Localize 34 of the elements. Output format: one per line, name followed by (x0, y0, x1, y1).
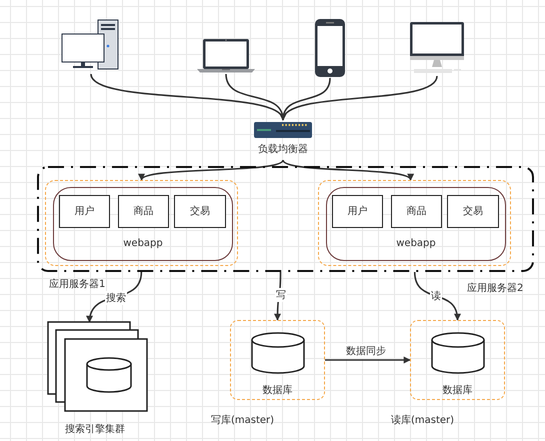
module-box (118, 195, 169, 228)
edge-label: 读 (430, 289, 442, 303)
module-box (174, 195, 226, 228)
webapp-container (326, 187, 506, 261)
module-box (332, 195, 383, 228)
module-label: 用户 (348, 206, 368, 218)
arrow (140, 159, 284, 181)
database-label: 数据库 (442, 385, 472, 397)
arrow (414, 272, 460, 321)
module-box (391, 195, 442, 228)
module-label: 商品 (134, 206, 154, 218)
webapp-container (53, 187, 233, 261)
arrow (280, 78, 331, 121)
arrow (282, 160, 412, 181)
node-label: 写库(master) (211, 414, 274, 427)
module-label: 商品 (406, 206, 426, 218)
node-label: 应用服务器1 (49, 278, 106, 291)
module-label: 交易 (463, 206, 483, 218)
node-label: 读库(master) (391, 414, 454, 427)
cluster-label: 搜索引擎集群 (65, 424, 125, 436)
arrow (282, 76, 438, 121)
module-box (59, 195, 110, 228)
node-label: 应用服务器2 (467, 282, 524, 295)
load-balancer-label: 负载均衡器 (258, 144, 308, 156)
module-box (447, 195, 499, 228)
edge-label: 写 (275, 288, 287, 302)
webapp-label: webapp (396, 238, 436, 250)
edge-label: 数据同步 (345, 344, 387, 358)
module-label: 交易 (190, 206, 210, 218)
database-label: 数据库 (262, 385, 292, 397)
arrow (325, 356, 411, 364)
webapp-label: webapp (123, 238, 163, 250)
module-label: 用户 (74, 206, 94, 218)
edge-label: 搜索 (105, 291, 127, 305)
